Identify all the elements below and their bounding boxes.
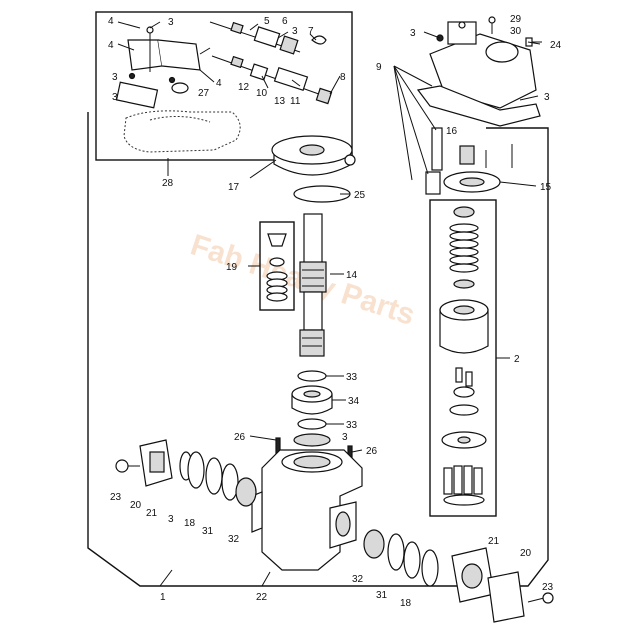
- callout-26: 26: [234, 432, 246, 443]
- callout-30: 30: [510, 26, 522, 37]
- pump-cover-assembly: [416, 16, 542, 195]
- callout-6: 6: [282, 16, 288, 27]
- callout-24: 24: [550, 40, 562, 51]
- callout-13: 13: [274, 96, 286, 107]
- callout-4: 4: [108, 16, 114, 27]
- callout-20: 20: [130, 500, 142, 511]
- callout-4: 4: [216, 78, 222, 89]
- callout-3: 3: [410, 28, 416, 39]
- callout-28: 28: [162, 178, 174, 189]
- callout-27: 27: [198, 88, 210, 99]
- callout-21: 21: [488, 536, 500, 547]
- bearing-race: [293, 433, 331, 447]
- leader-lines: [117, 21, 541, 587]
- callout-7: 7: [308, 26, 314, 37]
- bolt-left: [115, 459, 129, 473]
- callout-15: 15: [540, 182, 552, 193]
- spring-coil: [449, 223, 479, 273]
- piston-set: [443, 465, 485, 506]
- left-port-stack: [115, 439, 257, 507]
- callout-32: 32: [228, 534, 240, 545]
- assembly-frame: [87, 112, 549, 587]
- callout-18: 18: [184, 518, 196, 529]
- callout-3: 3: [342, 432, 348, 443]
- callout-12: 12: [238, 82, 250, 93]
- callout-5: 5: [264, 16, 270, 27]
- right-port-stack: [363, 529, 554, 623]
- callout-23: 23: [542, 582, 554, 593]
- bearing: [291, 385, 333, 415]
- callout-3: 3: [168, 17, 174, 28]
- callout-25: 25: [354, 190, 366, 201]
- callout-2: 2: [514, 354, 520, 365]
- drive-shaft: [299, 213, 327, 357]
- callout-18: 18: [400, 598, 412, 609]
- bolt-right: [542, 592, 554, 604]
- callout-3: 3: [292, 26, 298, 37]
- callout-31: 31: [202, 526, 214, 537]
- inset-control-valve: [115, 21, 333, 153]
- callout-8: 8: [340, 72, 346, 83]
- callout-34: 34: [348, 396, 360, 407]
- callout-21: 21: [146, 508, 158, 519]
- pump-housing: [251, 449, 363, 571]
- callout-9: 9: [376, 62, 382, 73]
- callout-22: 22: [256, 592, 268, 603]
- callout-26: 26: [366, 446, 378, 457]
- rotating-group: [439, 206, 489, 506]
- callout-10: 10: [256, 88, 268, 99]
- callout-29: 29: [510, 14, 522, 25]
- shim-ring-upper: [297, 370, 327, 382]
- shim-ring-lower: [297, 418, 327, 430]
- callout-16: 16: [446, 126, 458, 137]
- callout-20: 20: [520, 548, 532, 559]
- callout-31: 31: [376, 590, 388, 601]
- callout-3: 3: [112, 72, 118, 83]
- callout-32: 32: [352, 574, 364, 585]
- callout-3: 3: [544, 92, 550, 103]
- callout-3: 3: [112, 92, 118, 103]
- callout-14: 14: [346, 270, 358, 281]
- callout-19: 19: [226, 262, 238, 273]
- callout-17: 17: [228, 182, 240, 193]
- inset-detail-box: [95, 11, 353, 161]
- callout-33: 33: [346, 420, 358, 431]
- callout-4: 4: [108, 40, 114, 51]
- callout-33: 33: [346, 372, 358, 383]
- callout-1: 1: [160, 592, 166, 603]
- callout-labels: 1 2 3 3 3 3 3 3 3 3 4 4 4 5 6 7 8 9 10 1…: [108, 14, 562, 609]
- callout-11: 11: [290, 96, 301, 107]
- callout-3: 3: [168, 514, 174, 525]
- cover-plate-right: [487, 571, 525, 623]
- swashplate: [271, 135, 356, 176]
- callout-23: 23: [110, 492, 122, 503]
- spring-valve: [266, 233, 288, 302]
